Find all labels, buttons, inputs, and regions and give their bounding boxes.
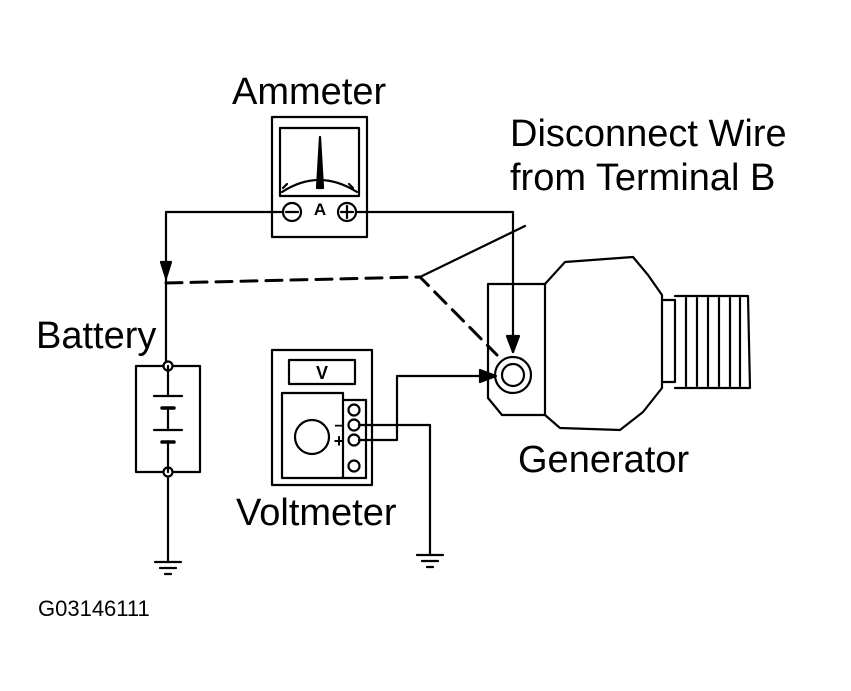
voltmeter-jack-4 (347, 459, 361, 473)
terminal-arrow (505, 334, 521, 354)
ammeter-body (270, 115, 369, 239)
battery (134, 360, 202, 478)
generator (486, 255, 752, 432)
generator-shaft (660, 298, 677, 384)
wiring (159, 210, 527, 564)
ammeter-dial-window (278, 126, 361, 198)
voltmeter-body (270, 348, 374, 487)
voltmeter-jack-negative (347, 418, 361, 432)
voltmeter-positive-lead (368, 374, 497, 442)
ammeter (270, 115, 369, 239)
voltmeter-unit-letter: V (316, 363, 328, 383)
voltmeter-label: Voltmeter (236, 492, 397, 534)
disconnect-label-line1: Disconnect Wire (510, 113, 787, 155)
generator-pulley (673, 294, 752, 390)
battery-label: Battery (36, 315, 156, 357)
figure-id: G03146111 (38, 596, 150, 621)
ammeter-label: Ammeter (232, 71, 386, 113)
terminal-b-outer (493, 355, 533, 395)
generator-rear-housing (486, 282, 547, 417)
voltmeter-display (287, 358, 357, 386)
ground-symbol-battery (153, 560, 183, 576)
voltmeter-jack-positive (347, 433, 361, 447)
voltmeter-minus-mark: − (334, 418, 343, 435)
disconnect-leader-line (418, 224, 527, 279)
terminal-b-inner (500, 362, 526, 388)
disconnect-label-line2: from Terminal B (510, 157, 775, 199)
voltmeter (270, 348, 374, 487)
ground-symbol-voltmeter (415, 553, 445, 569)
voltmeter-dial (293, 418, 331, 456)
disconnected-wire-dashed (164, 275, 499, 357)
generator-label: Generator (518, 439, 689, 481)
voltmeter-plus-mark: + (334, 431, 345, 451)
ammeter-positive-wire (354, 210, 515, 354)
ammeter-needle (315, 135, 325, 190)
generator-main-body (543, 255, 664, 432)
ammeter-negative-wire (164, 210, 285, 368)
voltmeter-jack-1 (347, 403, 361, 417)
current-arrow-down (159, 260, 173, 280)
ammeter-unit-letter: A (314, 200, 326, 219)
voltmeter-negative-lead (368, 423, 432, 557)
voltmeter-face (280, 391, 345, 480)
